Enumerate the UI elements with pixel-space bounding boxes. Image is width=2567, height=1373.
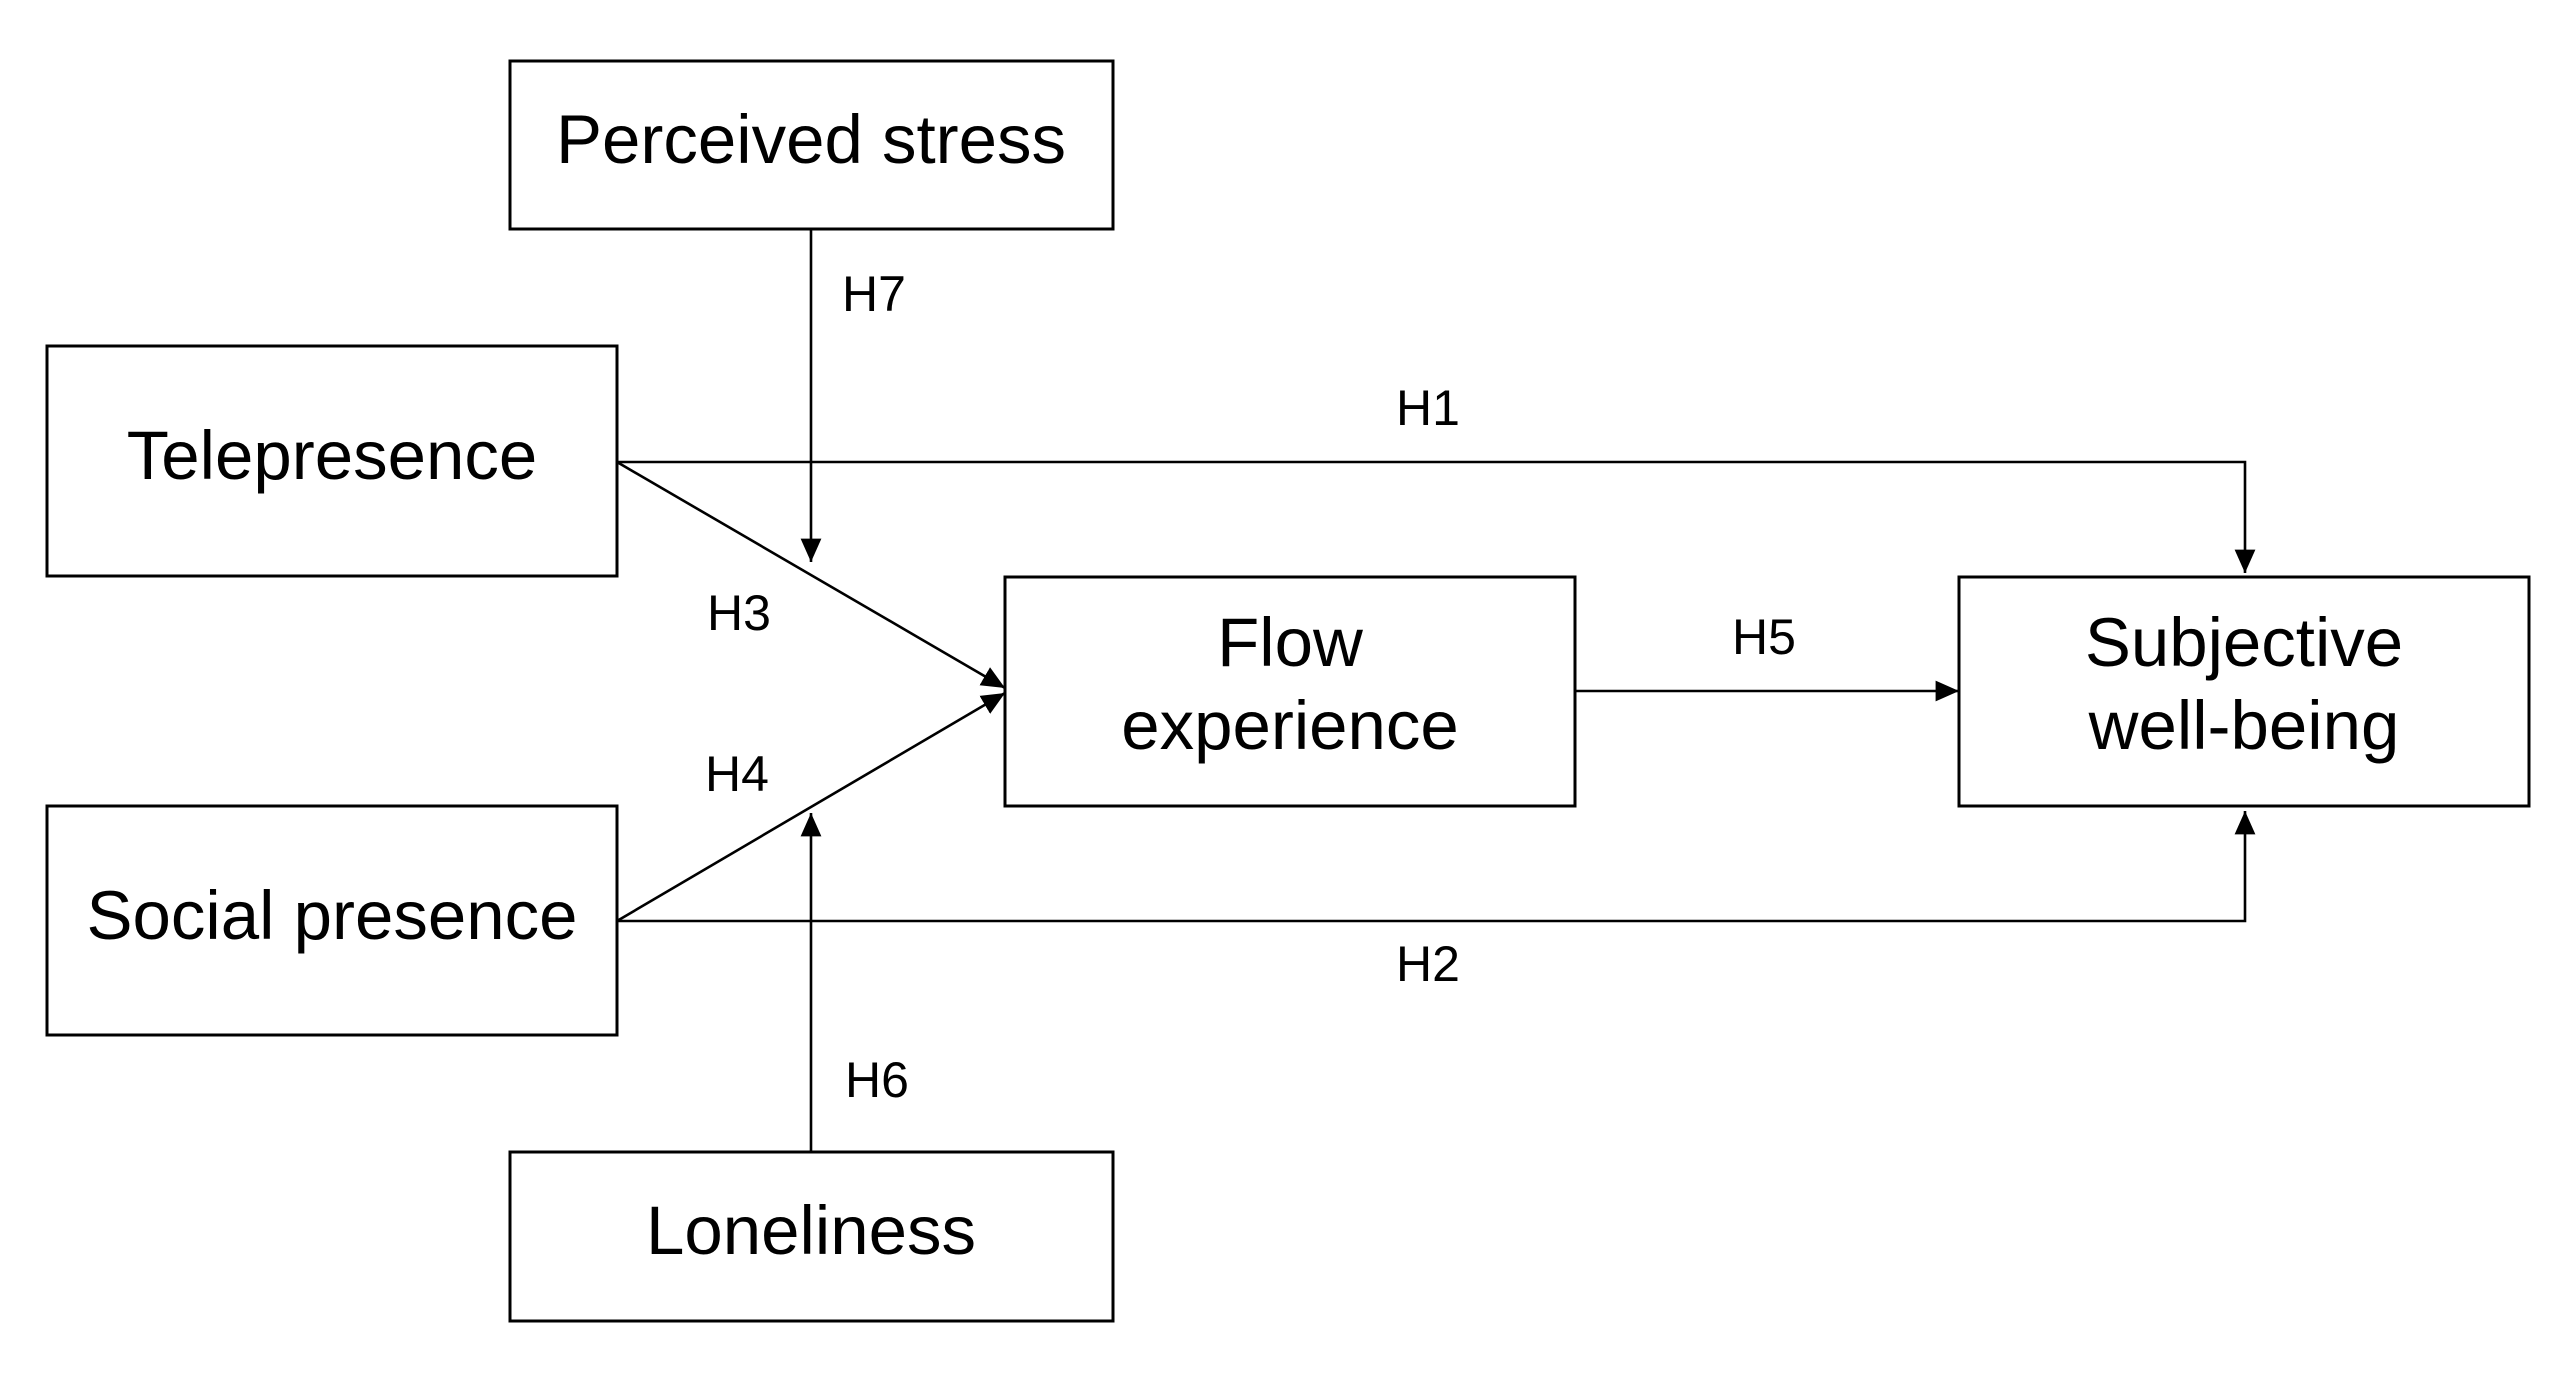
edge-labels: H1 H2 H3 H4 H5 H6 H7 [705,266,1796,1108]
edge-h2 [617,811,2256,923]
edge-label-h7: H7 [842,266,906,322]
edge-label-h3: H3 [707,585,771,641]
node-perceived-stress: Perceived stress [508,59,1115,231]
edge-h1 [617,460,2256,573]
node-label-loneliness: Loneliness [646,1192,976,1269]
node-label-perceived-stress: Perceived stress [556,101,1066,178]
edge-h4 [616,691,1006,923]
edge-label-h1: H1 [1396,380,1460,436]
node-label-flow-line1: Flow [1217,604,1363,681]
edge-h3 [616,460,1006,690]
node-label-social-presence: Social presence [87,877,578,954]
edge-label-h5: H5 [1732,609,1796,665]
edge-label-h6: H6 [845,1052,909,1108]
node-label-flow-line2: experience [1121,687,1459,764]
node-label-swb-line1: Subjective [2085,604,2403,681]
node-subjective-well-being: Subjective well-being [1957,575,2531,808]
edges [616,229,2256,1152]
node-loneliness: Loneliness [508,1150,1115,1323]
node-label-telepresence: Telepresence [127,417,537,494]
node-flow-experience: Flow experience [1003,575,1577,808]
edge-label-h4: H4 [705,746,769,802]
node-label-swb-line2: well-being [2088,687,2400,764]
node-social-presence: Social presence [45,804,619,1037]
edge-label-h2: H2 [1396,936,1460,992]
node-telepresence: Telepresence [45,344,619,578]
